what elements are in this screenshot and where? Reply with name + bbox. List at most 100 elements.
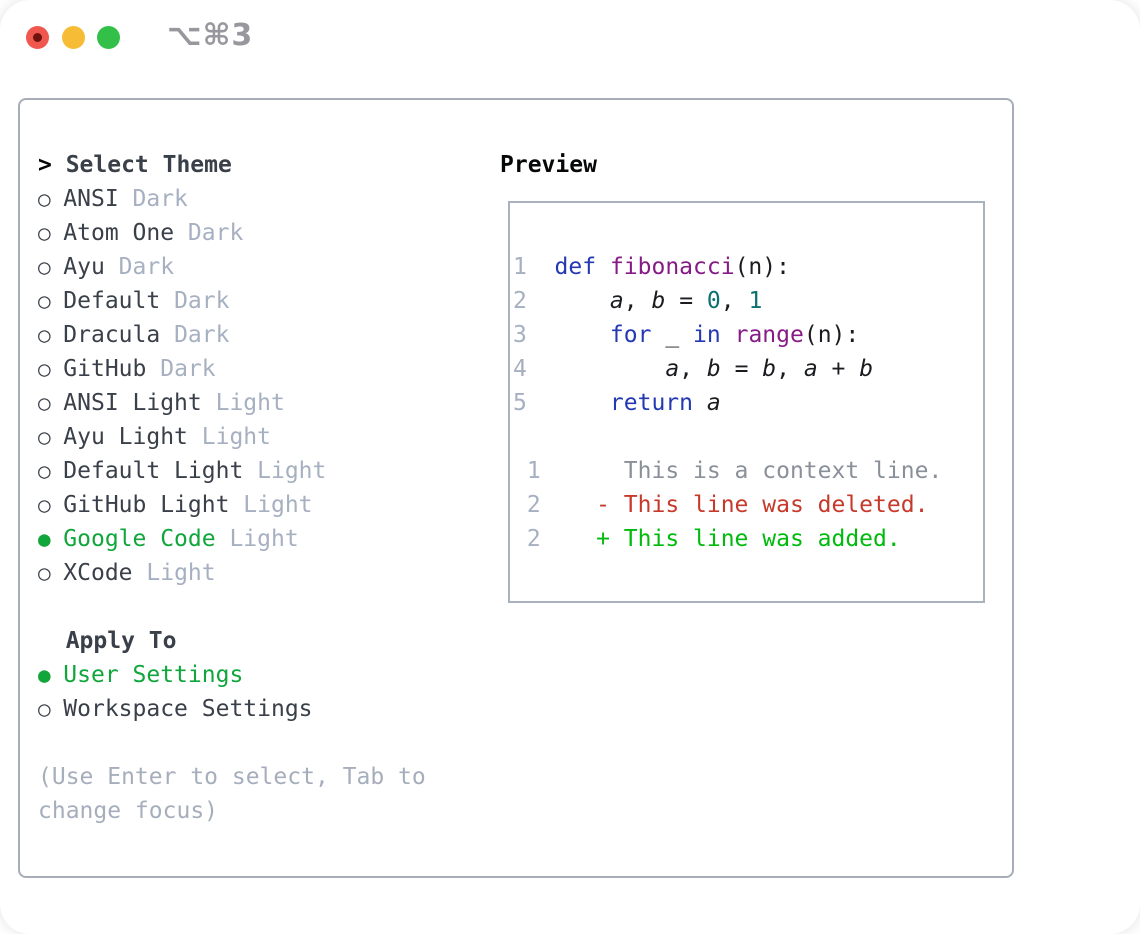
theme-variant-label: Light [201,424,271,450]
theme-name: Ayu [63,254,105,280]
code-token: return [609,390,694,416]
close-button[interactable] [26,26,49,49]
radio-selected-icon: ● [38,663,51,687]
theme-option-github[interactable]: ○ GitHub Dark [38,352,326,386]
theme-variant-label: Light [146,560,216,586]
theme-name: ANSI Light [63,390,202,416]
theme-name: Dracula [63,322,161,348]
apply-option-user-settings[interactable]: ●User Settings [38,658,326,692]
theme-variant-label: Dark [160,356,216,382]
radio-unselected-icon: ○ [38,459,51,483]
apply-option-label: Workspace Settings [63,696,313,722]
diff-text: This is a context line. [623,458,943,484]
code-token: fibonacci [609,254,735,280]
theme-variant-label: Dark [132,186,188,212]
window-shortcut-label: ⌥⌘3 [167,18,254,53]
radio-unselected-icon: ○ [38,561,51,585]
code-token: , [623,288,652,314]
theme-name: Ayu Light [63,424,188,450]
code-line: 5 return a [513,386,979,420]
minimize-button[interactable] [62,26,85,49]
code-token: _ [665,322,680,348]
line-number: 2 [526,526,541,552]
code-token: 1 [748,288,763,314]
help-text: (Use Enter to select, Tab to change focu… [38,764,426,824]
code-token [555,322,610,348]
code-line: 2 a, b = 0, 1 [513,284,979,318]
theme-variant-label: Dark [187,220,244,246]
theme-option-ansi-light[interactable]: ○ ANSI Light Light [38,386,326,420]
code-token: n [748,254,763,280]
apply-to-title-row: Apply To [38,624,326,658]
code-token: , [720,288,749,314]
radio-unselected-icon: ○ [38,391,51,415]
code-token [555,390,610,416]
diff-marker [596,458,624,484]
theme-variant-label: Light [243,492,313,518]
theme-variant-label: Dark [174,288,230,314]
code-token: 0 [706,288,721,314]
code-token [721,322,735,348]
line-number: 4 [513,356,527,382]
line-number: 2 [513,288,527,314]
diff-line-add: 2+ This line was added. [513,522,979,556]
code-token [596,254,610,280]
theme-name: Default [63,288,161,314]
theme-list-title-row: > Select Theme [38,148,326,182]
code-token: a [665,356,680,382]
code-token: a [706,390,721,416]
code-token: in [693,322,721,348]
prompt-icon: > [38,152,52,178]
line-number: 1 [526,458,541,484]
code-token: def [554,254,597,280]
code-token: ( [734,254,749,280]
code-token: b [706,356,721,382]
code-token [555,288,610,314]
theme-option-google-code[interactable]: ● Google Code Light [38,522,326,556]
zoom-button[interactable] [97,26,120,49]
code-token: a [609,288,624,314]
theme-variant-label: Dark [118,254,175,280]
code-token: for [609,322,652,348]
radio-selected-icon: ● [38,527,51,551]
code-token [555,356,666,382]
theme-name: XCode [63,560,133,586]
diff-text: This line was deleted. [623,492,929,518]
spacer [38,590,326,624]
radio-unselected-icon: ○ [38,289,51,313]
code-token: b [859,356,874,382]
theme-name: GitHub [63,356,147,382]
code-token: (n): [803,322,860,348]
code-token [679,322,693,348]
theme-option-default[interactable]: ○ Default Dark [38,284,326,318]
apply-option-workspace-settings[interactable]: ○Workspace Settings [38,692,326,726]
radio-unselected-icon: ○ [38,255,51,279]
theme-name: Google Code [63,526,216,552]
theme-variant-label: Light [229,526,299,552]
code-token [693,390,707,416]
code-token: , [679,356,707,382]
radio-unselected-icon: ○ [38,323,51,347]
code-line: 3 for _ in range(n): [513,318,979,352]
code-token: b [651,288,666,314]
theme-option-ayu[interactable]: ○ Ayu Dark [38,250,326,284]
apply-to-title: Apply To [65,628,177,654]
diff-marker: - [596,492,624,518]
theme-list-title: Select Theme [65,152,232,178]
code-token [651,322,665,348]
radio-unselected-icon: ○ [38,357,51,381]
theme-option-xcode[interactable]: ○ XCode Light [38,556,326,590]
theme-variant-label: Light [215,390,285,416]
code-token: a [803,356,818,382]
code-token: = [720,356,763,382]
